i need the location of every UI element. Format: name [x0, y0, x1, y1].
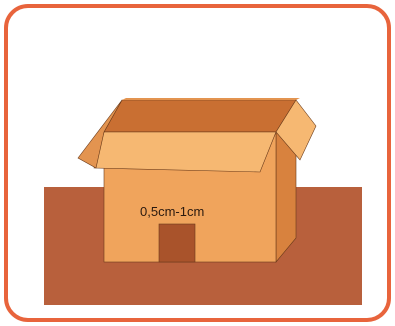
box-label: 0,5cm-1cm: [140, 204, 204, 219]
box-inside: [104, 100, 296, 132]
box-back-flap: [122, 98, 300, 100]
box-door: [159, 224, 195, 262]
box-front-flap: [94, 132, 276, 172]
